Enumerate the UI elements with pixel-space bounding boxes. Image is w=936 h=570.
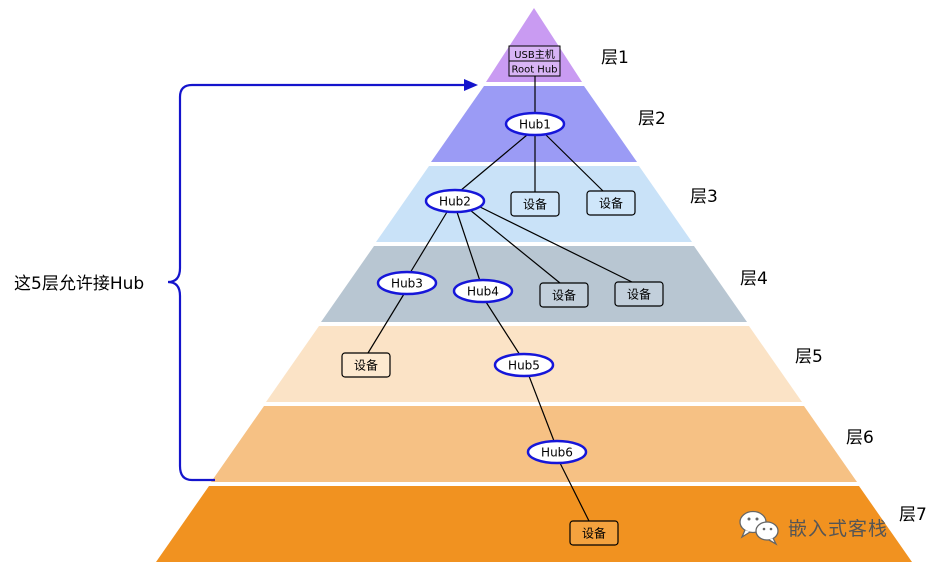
hub-2: Hub2 [424,188,486,214]
layer-7-band [156,486,912,562]
device-label: 设备 [627,288,651,302]
device-label: 设备 [599,197,623,211]
device-layer4-b: 设备 [614,281,664,307]
link-hub4-hub5 [485,301,521,356]
root-hub-line2: Root Hub [511,65,557,76]
layer-6-label: 层6 [846,428,874,448]
device-label: 设备 [523,198,547,212]
brace-label: 这5层允许接Hub [14,274,144,294]
link-hub1-dev-l3b [544,133,604,192]
root-hub-box: USB主机 Root Hub [508,45,561,77]
device-label: 设备 [582,527,606,541]
hub-3: Hub3 [376,270,438,296]
hub-2-label: Hub2 [439,195,471,209]
device-layer3-a: 设备 [510,191,560,217]
hub-range-brace [167,83,470,482]
layer-2-label: 层2 [638,109,666,129]
wechat-icon [739,510,779,546]
link-hub3-dev-l5 [367,293,405,354]
hub-1-label: Hub1 [519,118,551,132]
layer-4-label: 层4 [740,269,768,289]
link-hub2-hub3 [409,211,448,274]
link-hub2-dev-l4b [477,205,635,284]
layer-1-label: 层1 [601,48,629,68]
hub-6: Hub6 [526,439,588,465]
hub-6-label: Hub6 [541,446,573,460]
link-hub5-hub6 [528,375,555,442]
brace-arrow-head [464,79,478,91]
link-hub1-hub2 [459,134,528,192]
hub-1: Hub1 [504,111,566,137]
link-hub2-hub4 [456,211,481,282]
device-layer7: 设备 [569,520,619,546]
link-hub6-dev-l7 [559,462,590,522]
device-layer4-a: 设备 [539,282,589,308]
layer-5-label: 层5 [795,347,823,367]
hub-4-label: Hub4 [467,285,499,299]
root-hub-line1: USB主机 [514,48,555,61]
connection-lines [367,76,635,522]
link-hub2-dev-l4a [469,209,561,284]
watermark: 嵌入式客栈 [739,510,888,546]
watermark-text: 嵌入式客栈 [788,518,888,540]
layer-7-label: 层7 [899,505,927,525]
hub-4: Hub4 [452,278,514,304]
hub-3-label: Hub3 [391,277,423,291]
device-layer5: 设备 [341,352,391,378]
hub-5: Hub5 [493,352,555,378]
device-label: 设备 [354,359,378,373]
device-label: 设备 [552,289,576,303]
layer-3-label: 层3 [690,187,718,207]
hub-5-label: Hub5 [508,359,540,373]
device-layer3-b: 设备 [586,190,636,216]
